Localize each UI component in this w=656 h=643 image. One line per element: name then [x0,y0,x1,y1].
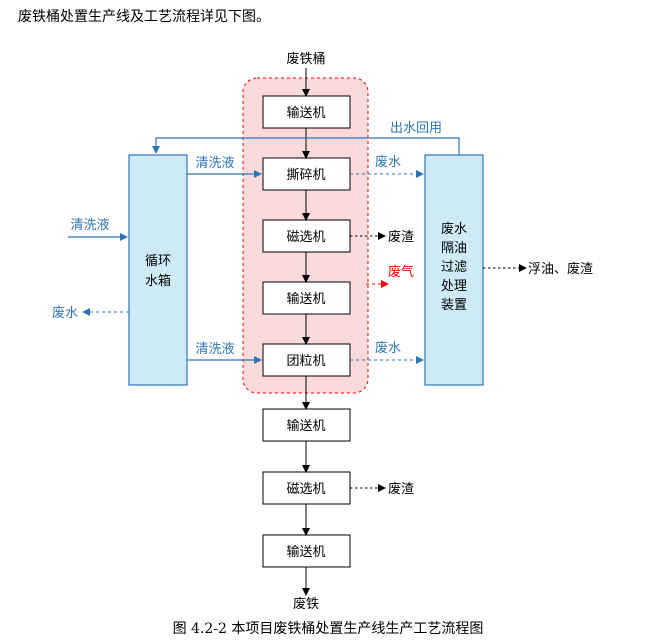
machine-conveyor-2: 输送机 [262,281,351,315]
treatment-label-line: 装置 [441,298,467,313]
machine-label: 输送机 [286,105,325,121]
wastewater-bottom-label: 废水 [375,340,401,356]
machine-pelletizer: 团粒机 [262,343,351,377]
circulation-water-tank: 循环 水箱 [128,154,188,386]
tank-label-line2: 水箱 [145,273,171,289]
machine-magnetic-separator-2: 磁选机 [262,471,351,505]
clean-liquid-label-bottom: 清洗液 [195,342,234,357]
machine-label: 输送机 [286,418,325,434]
machine-label: 磁选机 [286,482,325,497]
tank-label-line1: 循环 [145,254,171,269]
slag-label-2: 废渣 [388,481,414,497]
treatment-label-line: 废水 [441,221,467,237]
return-water-label: 出水回用 [390,121,442,136]
machine-conveyor-1: 输送机 [262,95,351,129]
machine-label: 输送机 [286,544,325,560]
output-label: 废铁 [293,596,319,612]
clean-liquid-label-top: 清洗液 [195,156,234,171]
oil-slag-label: 浮油、废渣 [528,261,593,277]
input-label: 废铁桶 [286,51,325,67]
machine-conveyor-4: 输送机 [262,534,351,568]
machine-label: 输送机 [286,291,325,307]
machine-magnetic-separator-1: 磁选机 [262,219,351,253]
figure-caption: 图 4.2-2 本项目废铁桶处置生产线生产工艺流程图 [172,621,484,637]
waste-gas-label: 废气 [388,264,414,280]
wastewater-out-label: 废水 [52,305,78,321]
machine-label: 团粒机 [286,354,325,369]
machine-conveyor-3: 输送机 [262,408,351,442]
slag-label-1: 废渣 [388,229,414,245]
clean-liquid-in-label: 清洗液 [70,218,109,233]
treatment-label-line: 处理 [441,279,467,294]
machine-label: 撕碎机 [286,168,325,183]
wastewater-top-label: 废水 [375,154,401,170]
intro-text: 废铁桶处置生产线及工艺流程详见下图。 [18,9,270,25]
wastewater-treatment-unit: 废水 隔油 过滤 处理 装置 [424,154,484,386]
treatment-label-line: 过滤 [441,260,467,275]
machine-label: 磁选机 [286,230,325,245]
machine-shredder: 撕碎机 [262,157,351,191]
treatment-label-line: 隔油 [441,241,467,256]
